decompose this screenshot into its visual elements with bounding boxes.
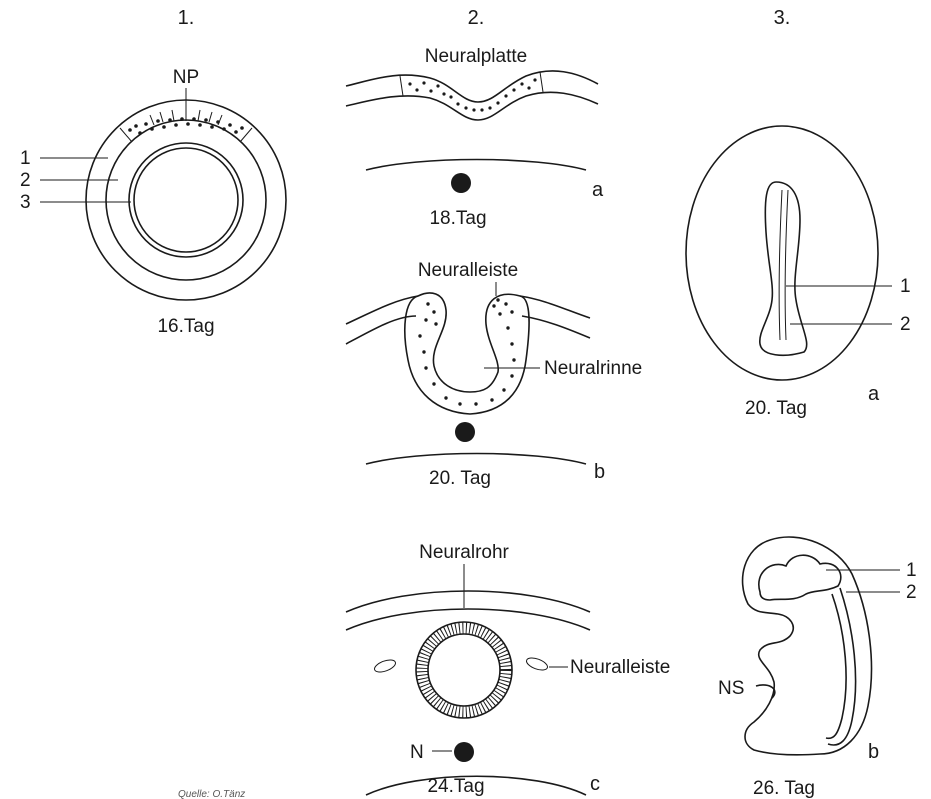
- letter-2b: b: [594, 461, 605, 483]
- day-label-3a: 20. Tag: [745, 398, 807, 419]
- label-neuralleiste-b: Neuralleiste: [418, 260, 518, 281]
- column-header-3: 3.: [774, 7, 791, 29]
- neural-crest-right: [525, 656, 549, 673]
- panel-2b-neural-groove: Neuralleiste Neuralrinne 20. Tag b: [346, 260, 642, 489]
- neural-tube-inner-line: [826, 594, 846, 738]
- label-3b-2: 2: [906, 582, 917, 603]
- endoderm-curve: [366, 160, 586, 171]
- panel-1-cross-section: NP 1 2 3 16.Tag: [20, 67, 286, 337]
- inner-ring-outer: [129, 143, 243, 257]
- label-n: N: [410, 742, 424, 763]
- label-3b-1: 1: [906, 560, 917, 581]
- label-ns: NS: [718, 678, 744, 699]
- endoderm-curve-b: [366, 454, 586, 465]
- panel-3a-dorsal-view: 1 2 20. Tag a: [686, 126, 911, 419]
- neural-crest-left: [373, 658, 397, 675]
- label-neuralplatte: Neuralplatte: [425, 46, 527, 67]
- neural-tube-cells: [422, 628, 506, 712]
- label-neuralleiste-c: Neuralleiste: [570, 657, 670, 678]
- middle-ring: [106, 120, 266, 280]
- neural-plate-cells: [408, 78, 536, 111]
- letter-3b: b: [868, 741, 879, 763]
- source-note: Quelle: O.Tänz: [178, 789, 245, 799]
- day-label-2b: 20. Tag: [429, 468, 491, 489]
- ectoderm-c-lower: [346, 609, 590, 630]
- notochord-c: [454, 742, 474, 762]
- label-2: 2: [20, 170, 31, 191]
- day-label-3b: 26. Tag: [753, 778, 815, 799]
- embryo-disc: [686, 126, 878, 380]
- neural-tube-outer: [416, 622, 512, 718]
- label-neuralrinne: Neuralrinne: [544, 358, 642, 379]
- label-1: 1: [20, 148, 31, 169]
- inner-ring-inner: [134, 148, 238, 252]
- column-header-1: 1.: [178, 7, 195, 29]
- label-3: 3: [20, 192, 31, 213]
- brain-vesicles: [759, 555, 841, 600]
- panel-3b-lateral-view: 1 2 NS 26. Tag b: [718, 537, 917, 799]
- notochord: [451, 173, 471, 193]
- label-3a-2: 2: [900, 314, 911, 335]
- label-np: NP: [173, 67, 199, 88]
- outer-ring: [86, 100, 286, 300]
- neural-tube-inner: [428, 634, 500, 706]
- neural-plate-outline: [760, 182, 807, 355]
- panel-2c-neural-tube: Neuralrohr Neuralleiste N 24.Tag c: [346, 542, 670, 797]
- ectoderm-lower: [346, 92, 598, 120]
- label-neuralrohr: Neuralrohr: [419, 542, 509, 563]
- notochord-b: [455, 422, 475, 442]
- letter-2c: c: [590, 773, 600, 795]
- letter-3a: a: [868, 383, 880, 405]
- panel-2a-neural-plate: Neuralplatte 18.Tag a: [346, 46, 604, 229]
- column-header-2: 2.: [468, 7, 485, 29]
- label-3a-1: 1: [900, 276, 911, 297]
- day-label-2a: 18.Tag: [429, 208, 486, 229]
- neural-groove-line: [779, 190, 782, 340]
- day-label-2c: 24.Tag: [427, 776, 484, 797]
- neural-plate-segment: [120, 109, 252, 142]
- groove-cells: [418, 298, 515, 405]
- day-label-1: 16.Tag: [157, 316, 214, 337]
- letter-2a: a: [592, 179, 604, 201]
